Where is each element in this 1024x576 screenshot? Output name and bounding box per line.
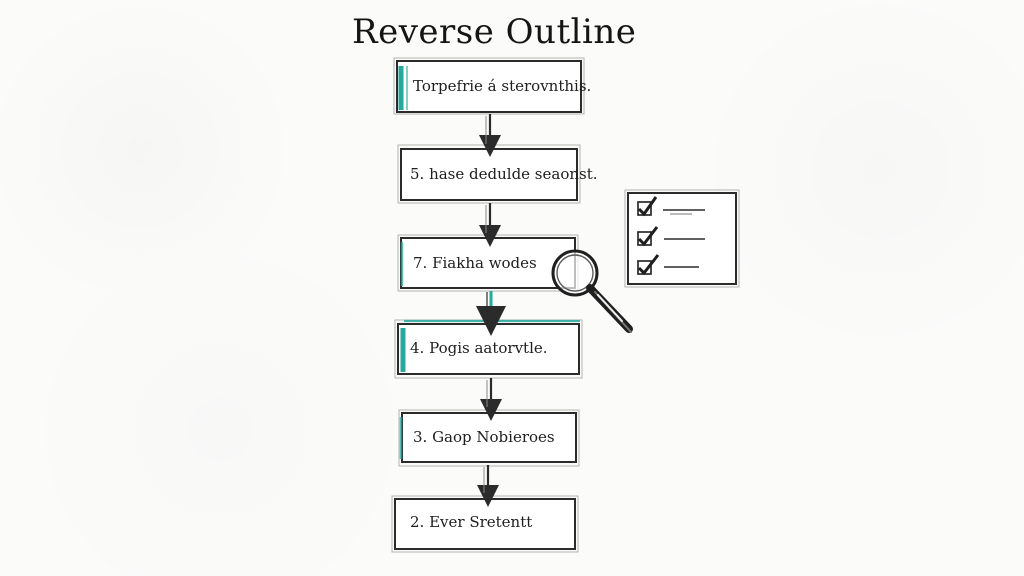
checklist-icon bbox=[624, 189, 740, 288]
outline-step-1 bbox=[393, 57, 585, 115]
outline-step-5 bbox=[398, 409, 580, 467]
magnifier-icon bbox=[551, 249, 633, 333]
checkmark-icon bbox=[637, 254, 660, 276]
outline-step-label-1: Torpefrie á sterovnthis. bbox=[413, 77, 592, 95]
connector-arrow-3 bbox=[476, 291, 506, 336]
connector-arrow-5 bbox=[477, 465, 499, 507]
outline-step-label-6: 2. Ever Sretentt bbox=[410, 513, 533, 531]
outline-step-label-3: 7. Fiakha wodes bbox=[413, 254, 537, 272]
connector-arrow-1 bbox=[479, 114, 501, 157]
outline-step-label-4: 4. Pogis aatorvtle. bbox=[410, 339, 548, 357]
diagram-title: Reverse Outline bbox=[352, 12, 637, 52]
connector-arrow-4 bbox=[480, 378, 502, 421]
connector-arrow-2 bbox=[479, 203, 501, 247]
checkmark-icon bbox=[637, 226, 659, 247]
outline-step-2 bbox=[397, 144, 581, 204]
checkmark-icon bbox=[637, 196, 658, 217]
outline-step-label-5: 3. Gaop Nobieroes bbox=[413, 428, 555, 446]
outline-step-6 bbox=[391, 495, 579, 553]
outline-step-label-2: 5. hasе dedulde seaonst. bbox=[410, 165, 598, 183]
